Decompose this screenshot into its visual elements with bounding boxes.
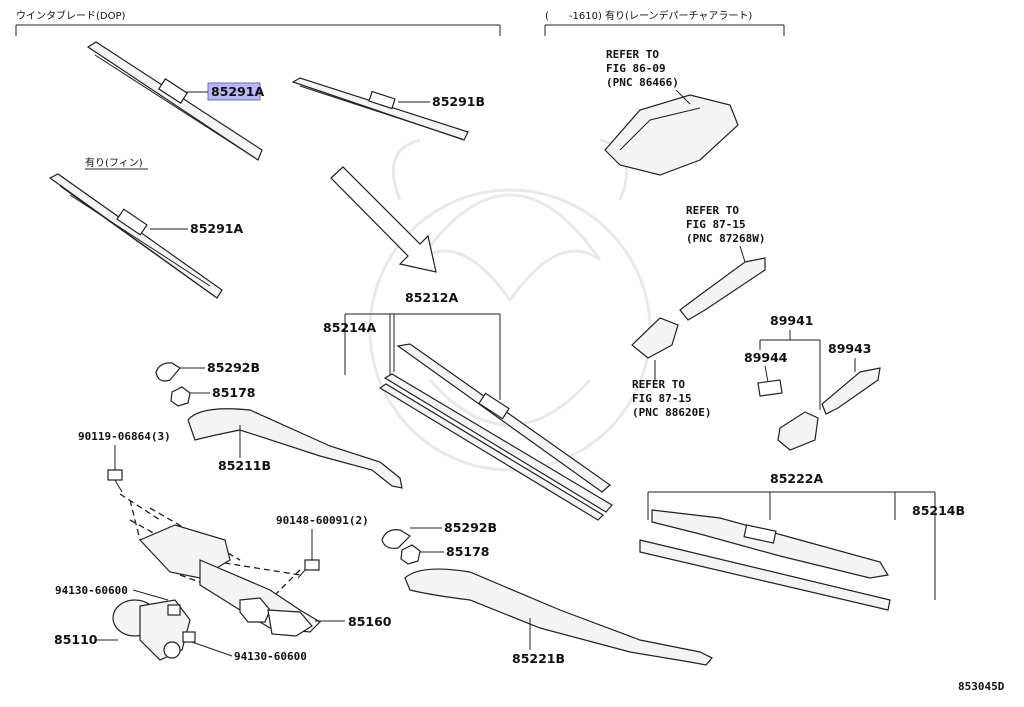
- cap-85292B-top[interactable]: [155, 362, 181, 382]
- blade-assembly-85212A[interactable]: [378, 343, 613, 521]
- label-85292B-bottom[interactable]: 85292B: [444, 520, 497, 535]
- fin-text: 有り(フィン): [85, 156, 143, 169]
- refer-block-3: REFER TO FIG 87-15 (PNC 88620E): [632, 378, 711, 419]
- bolt-90119[interactable]: [107, 469, 123, 493]
- bolt-94130-b[interactable]: [182, 631, 196, 643]
- pad-89944[interactable]: [757, 379, 783, 397]
- label-85214A[interactable]: 85214A: [323, 320, 376, 335]
- label-85214B[interactable]: 85214B: [912, 503, 965, 518]
- ref3-line3: (PNC 88620E): [632, 406, 711, 419]
- arm-85211B[interactable]: [187, 408, 403, 489]
- label-89941[interactable]: 89941: [770, 313, 814, 328]
- label-85178-top[interactable]: 85178: [212, 385, 256, 400]
- header-left-text: ウインタブレード(DOP): [16, 9, 126, 22]
- ref1-line3: (PNC 86466): [606, 76, 679, 89]
- diagram-code: 853045D: [958, 680, 1005, 693]
- label-85221B[interactable]: 85221B: [512, 651, 565, 666]
- label-85291A-fin[interactable]: 85291A: [190, 221, 243, 236]
- bolt-94130-a[interactable]: [167, 604, 181, 616]
- label-89944[interactable]: 89944: [744, 350, 788, 365]
- label-85160[interactable]: 85160: [348, 614, 392, 629]
- blade-assembly-85222A[interactable]: [639, 509, 891, 611]
- label-85110[interactable]: 85110: [54, 632, 98, 647]
- label-85178-bottom[interactable]: 85178: [446, 544, 490, 559]
- cable-connector-87268W[interactable]: [679, 257, 766, 321]
- ref3-line1: REFER TO: [632, 378, 685, 391]
- ref2-line1: REFER TO: [686, 204, 739, 217]
- label-85222A[interactable]: 85222A: [770, 471, 823, 486]
- label-89943[interactable]: 89943: [828, 341, 872, 356]
- nut-85178-top[interactable]: [170, 386, 191, 407]
- refer-block-1: REFER TO FIG 86-09 (PNC 86466): [606, 48, 679, 89]
- ref3-line2: FIG 87-15: [632, 392, 692, 405]
- label-94130-a[interactable]: 94130-60600: [55, 584, 128, 597]
- sensor-module-88620E[interactable]: [631, 317, 679, 359]
- sensor-89941[interactable]: [777, 411, 819, 451]
- cap-85292B-bottom[interactable]: [381, 529, 411, 549]
- bolt-90148[interactable]: [297, 559, 320, 579]
- header-right-text: ( -1610) 有り(レーンデパーチャアラート): [545, 9, 752, 22]
- ref1-line1: REFER TO: [606, 48, 659, 61]
- ref2-line3: (PNC 87268W): [686, 232, 765, 245]
- ref2-line2: FIG 87-15: [686, 218, 746, 231]
- ref1-line2: FIG 86-09: [606, 62, 666, 75]
- label-85291B[interactable]: 85291B: [432, 94, 485, 109]
- label-90119[interactable]: 90119-06864(3): [78, 430, 171, 443]
- label-94130-b[interactable]: 94130-60600: [234, 650, 307, 663]
- blade-85291A-top[interactable]: [86, 41, 263, 161]
- label-85292B-top[interactable]: 85292B: [207, 360, 260, 375]
- label-85211B[interactable]: 85211B: [218, 458, 271, 473]
- nut-85178-bottom[interactable]: [400, 544, 421, 565]
- label-85291A-top[interactable]: 85291A: [211, 84, 264, 99]
- bracket-89943[interactable]: [821, 367, 881, 415]
- direction-arrow: [330, 166, 437, 273]
- header-bracket-right: [544, 24, 785, 36]
- link-assembly-85160[interactable]: [138, 524, 321, 637]
- blade-85291A-fin[interactable]: [48, 173, 223, 299]
- label-85212A[interactable]: 85212A: [405, 290, 458, 305]
- camera-housing[interactable]: [604, 94, 739, 176]
- arm-85221B[interactable]: [404, 568, 713, 666]
- blade-85291B[interactable]: [291, 77, 469, 141]
- header-bracket-left: [15, 24, 501, 36]
- label-90148[interactable]: 90148-60091(2): [276, 514, 369, 527]
- refer-block-2: REFER TO FIG 87-15 (PNC 87268W): [686, 204, 765, 245]
